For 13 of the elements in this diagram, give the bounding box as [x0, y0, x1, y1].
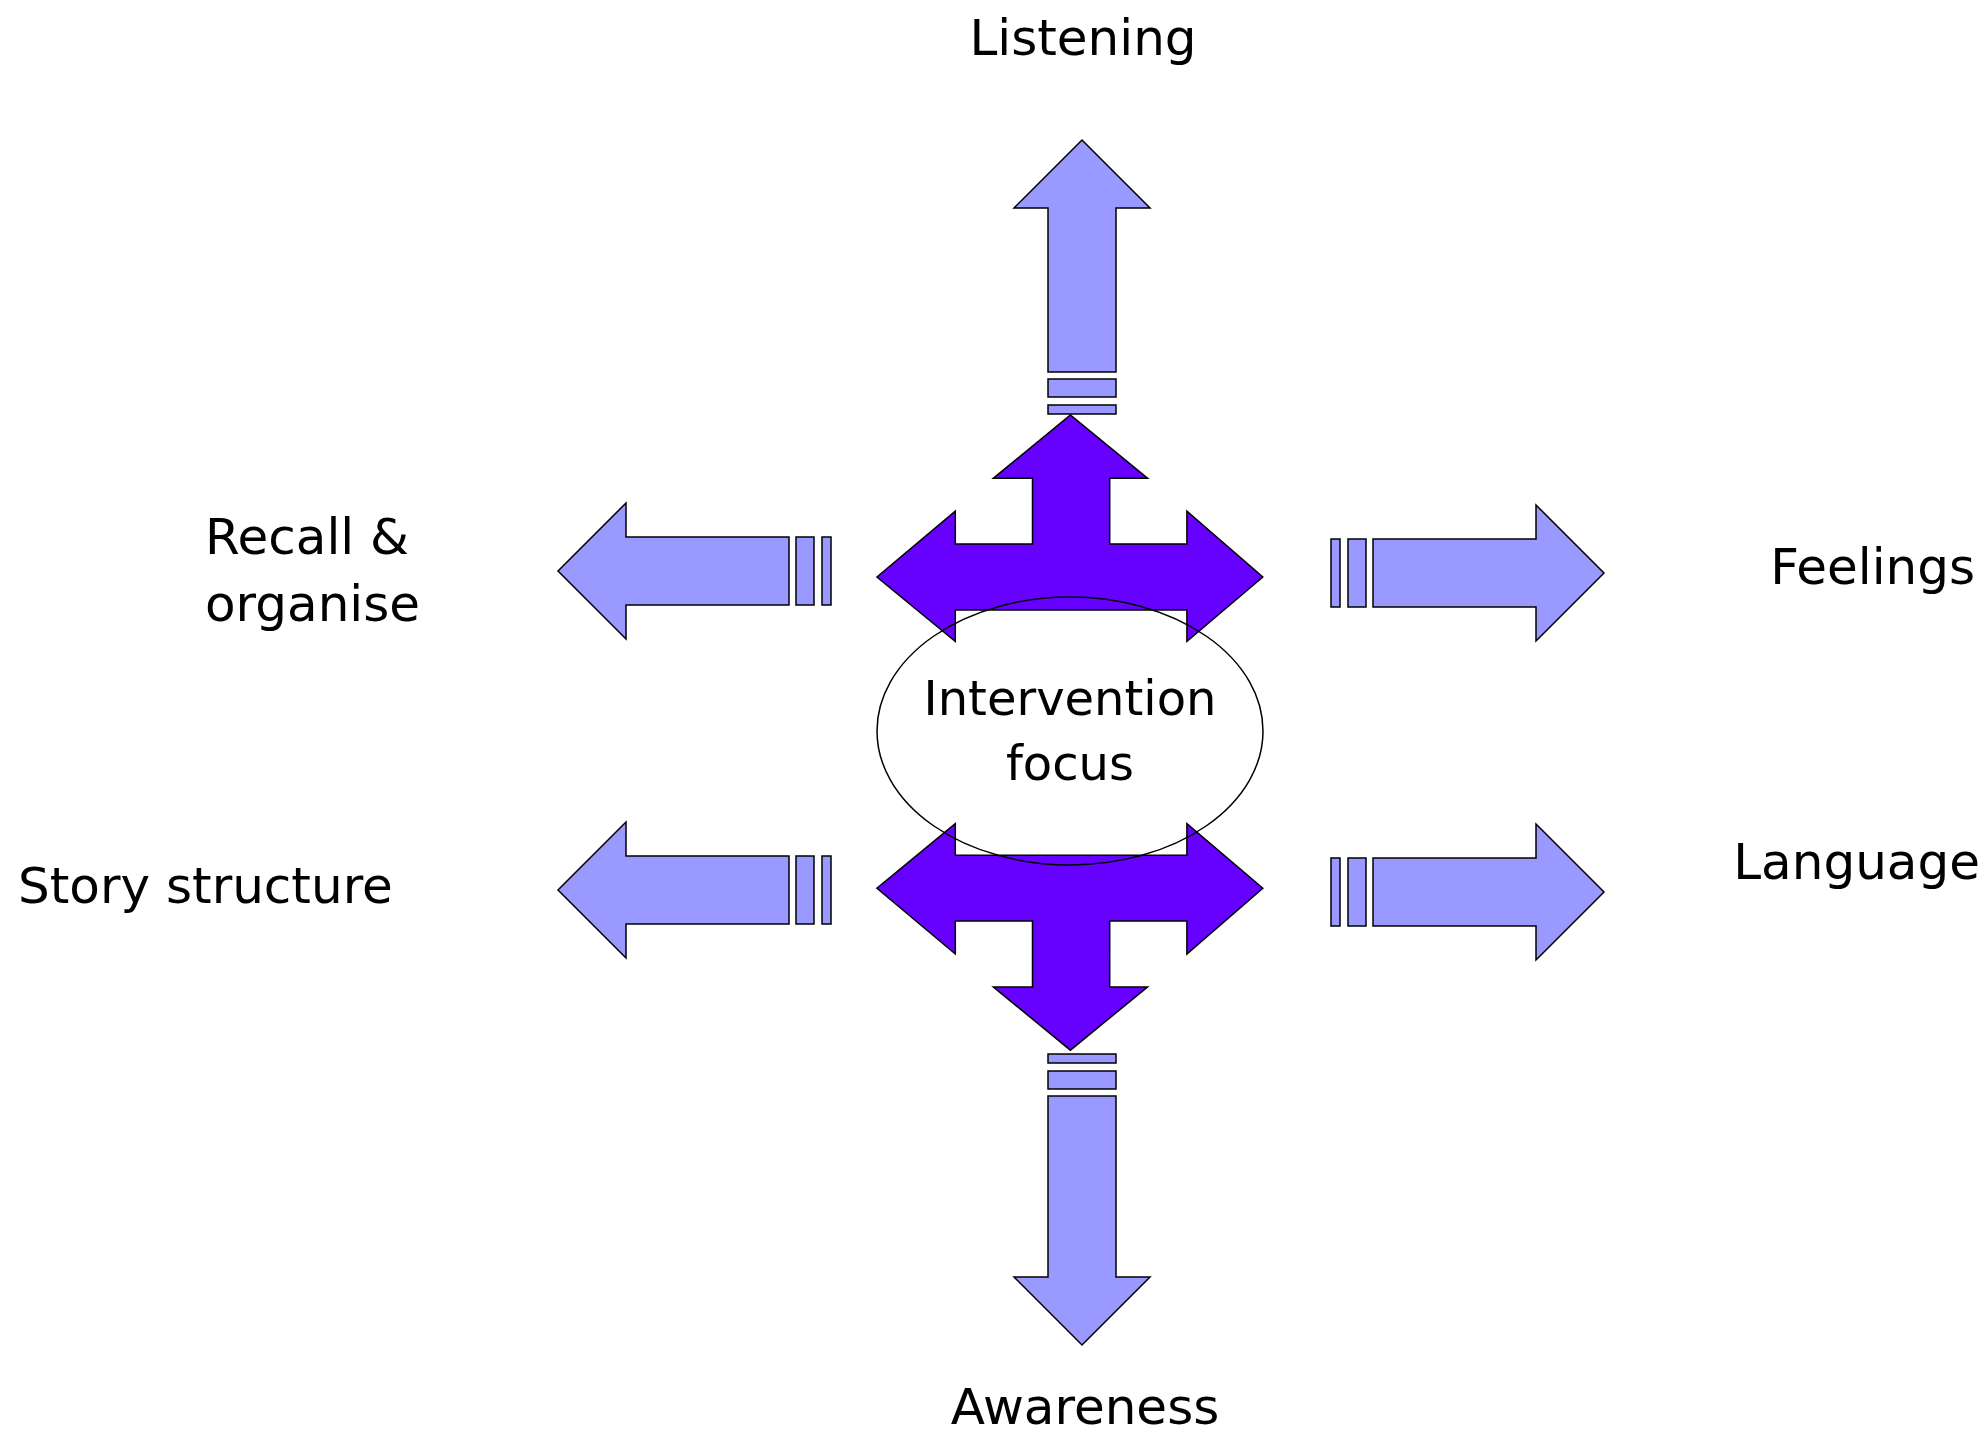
node-label: Story structure — [18, 855, 393, 917]
block-arrow — [1012, 138, 1152, 415]
block-arrow — [1330, 503, 1606, 643]
node-label: Intervention focus — [922, 669, 1218, 793]
node-label: Listening — [969, 8, 1197, 69]
block-arrow — [556, 820, 832, 960]
node-label: Awareness — [950, 1376, 1220, 1438]
node-label: Feelings — [1770, 536, 1975, 598]
block-arrow — [556, 501, 832, 641]
node-label: Language — [1733, 831, 1980, 893]
block-arrow — [1012, 1053, 1152, 1347]
block-arrow — [1330, 822, 1606, 962]
node-label: Recall & organise — [205, 506, 422, 635]
